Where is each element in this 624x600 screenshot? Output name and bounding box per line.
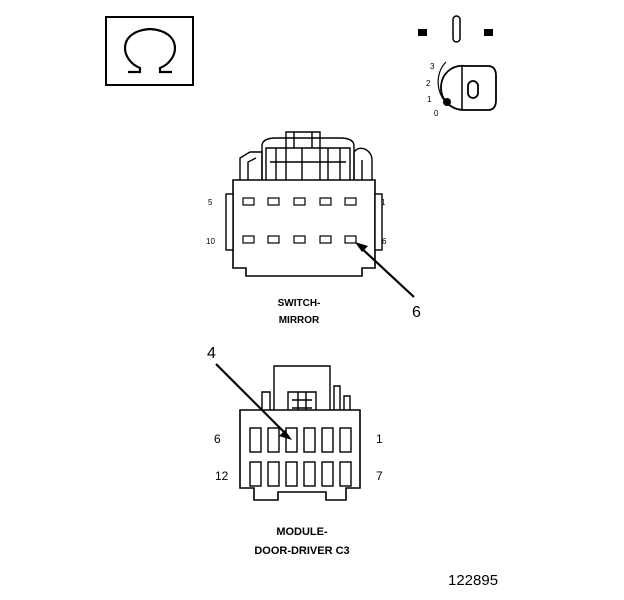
module-callout: 4 — [207, 345, 216, 362]
key-position-1: 1 — [427, 95, 432, 104]
module-label-line2: DOOR-DRIVER C3 — [254, 545, 349, 557]
key-position-2: 2 — [426, 79, 431, 88]
ignition-key-icon: 3 2 1 0 — [418, 15, 497, 118]
switch-mirror-callout: 6 — [412, 304, 421, 321]
module-label-line1: MODULE- — [276, 526, 328, 538]
switch-mirror-label-line1: SWITCH- — [278, 298, 321, 309]
module-pin-6: 6 — [214, 432, 221, 446]
switch-mirror-label-line2: MIRROR — [279, 315, 320, 326]
key-position-3: 3 — [430, 62, 435, 71]
module-pin-7: 7 — [376, 469, 383, 483]
switch-mirror-pin-5: 5 — [208, 198, 213, 207]
key-position-0: 0 — [434, 109, 439, 118]
figure-number: 122895 — [448, 572, 498, 589]
switch-mirror-pin-6: 6 — [382, 237, 387, 246]
module-pin-12: 12 — [215, 469, 229, 483]
switch-mirror-pin-10: 10 — [206, 237, 215, 246]
ohm-symbol-icon — [105, 16, 194, 86]
module-door-driver-connector: 6 1 12 7 4 MODULE- DOOR-DRIVER C3 — [207, 345, 383, 557]
switch-mirror-connector: 5 1 10 6 6 SWITCH- MIRROR — [206, 131, 421, 326]
switch-mirror-pin-1: 1 — [381, 198, 386, 207]
module-pin-1: 1 — [376, 432, 383, 446]
